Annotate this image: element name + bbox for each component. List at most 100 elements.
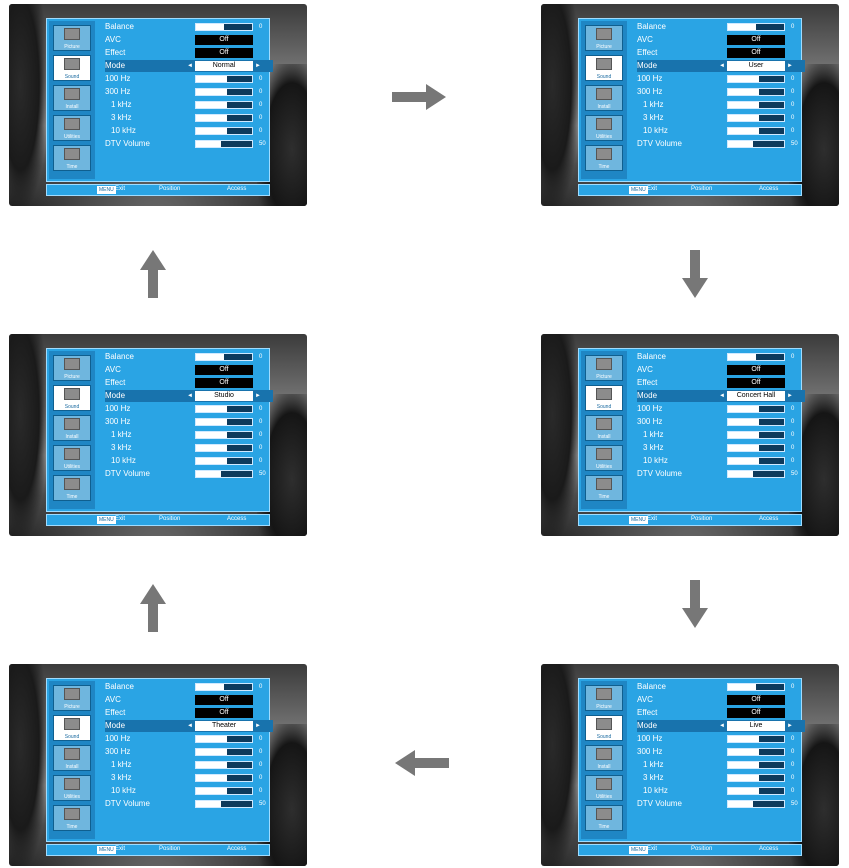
chevron-left-icon[interactable]: ◄ — [187, 63, 193, 69]
chevron-right-icon[interactable]: ► — [255, 63, 261, 69]
sidebar-item-utilities[interactable]: Utilities — [53, 445, 91, 471]
chevron-left-icon[interactable]: ◄ — [719, 63, 725, 69]
sidebar-item-time[interactable]: Time — [53, 145, 91, 171]
sidebar-item-time[interactable]: Time — [585, 475, 623, 501]
sidebar-item-install[interactable]: Install — [53, 85, 91, 111]
chevron-right-icon[interactable]: ► — [255, 723, 261, 729]
mode-row[interactable]: Mode◄User► — [637, 60, 805, 72]
sidebar-item-install[interactable]: Install — [53, 415, 91, 441]
chevron-right-icon[interactable]: ► — [255, 393, 261, 399]
sidebar-item-picture[interactable]: Picture — [585, 355, 623, 381]
chevron-right-icon[interactable]: ► — [787, 393, 793, 399]
mode-row[interactable]: Mode◄Normal► — [105, 60, 273, 72]
chevron-right-icon[interactable]: ► — [787, 723, 793, 729]
mode-row[interactable]: Mode◄Theater► — [105, 720, 273, 732]
sidebar-item-picture[interactable]: Picture — [585, 25, 623, 51]
sidebar-item-install[interactable]: Install — [585, 745, 623, 771]
mode-row[interactable]: Mode◄Concert Hall► — [637, 390, 805, 402]
sidebar-item-sound[interactable]: Sound — [53, 385, 91, 411]
sidebar-item-install[interactable]: Install — [585, 85, 623, 111]
sidebar-item-sound[interactable]: Sound — [585, 715, 623, 741]
sidebar-item-utilities[interactable]: Utilities — [585, 115, 623, 141]
chevron-left-icon[interactable]: ◄ — [187, 723, 193, 729]
mode-row[interactable]: Mode◄Live► — [637, 720, 805, 732]
sidebar-item-sound[interactable]: Sound — [53, 55, 91, 81]
sidebar-item-time[interactable]: Time — [585, 805, 623, 831]
sidebar-item-time[interactable]: Time — [53, 805, 91, 831]
sidebar-item-time[interactable]: Time — [53, 475, 91, 501]
sidebar-item-utilities[interactable]: Utilities — [53, 115, 91, 141]
sidebar-item-utilities[interactable]: Utilities — [585, 445, 623, 471]
sidebar-item-sound[interactable]: Sound — [53, 715, 91, 741]
sidebar-item-install[interactable]: Install — [53, 745, 91, 771]
sidebar-item-utilities[interactable]: Utilities — [53, 775, 91, 801]
chevron-left-icon[interactable]: ◄ — [719, 723, 725, 729]
sidebar-item-picture[interactable]: Picture — [585, 685, 623, 711]
sidebar-item-time[interactable]: Time — [585, 145, 623, 171]
sidebar-item-sound[interactable]: Sound — [585, 385, 623, 411]
chevron-left-icon[interactable]: ◄ — [187, 393, 193, 399]
sidebar-item-sound[interactable]: Sound — [585, 55, 623, 81]
chevron-left-icon[interactable]: ◄ — [719, 393, 725, 399]
mode-row[interactable]: Mode◄Studio► — [105, 390, 273, 402]
sidebar-item-picture[interactable]: Picture — [53, 355, 91, 381]
chevron-right-icon[interactable]: ► — [787, 63, 793, 69]
sidebar-item-picture[interactable]: Picture — [53, 685, 91, 711]
sidebar-item-install[interactable]: Install — [585, 415, 623, 441]
sidebar-item-utilities[interactable]: Utilities — [585, 775, 623, 801]
sidebar-item-picture[interactable]: Picture — [53, 25, 91, 51]
